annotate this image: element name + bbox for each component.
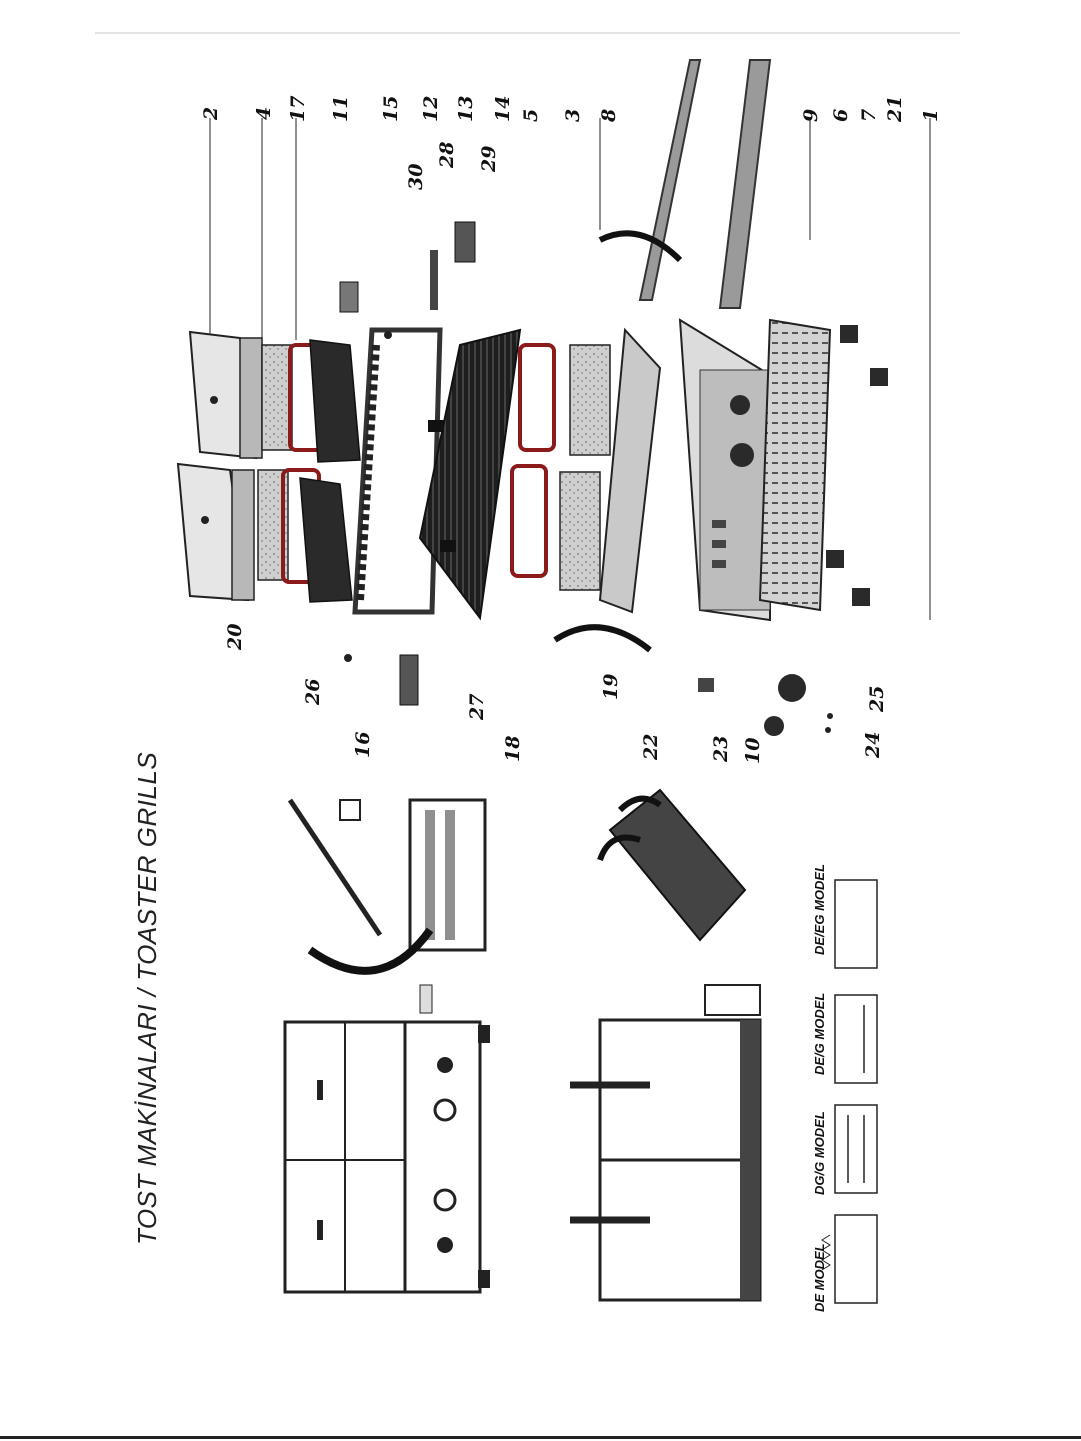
part-number-26: 26 <box>302 679 324 705</box>
heating-element-right <box>570 345 610 455</box>
side-view-drawing <box>290 800 485 1013</box>
lid-right <box>190 332 262 458</box>
part-number-1: 1 <box>920 109 942 122</box>
model-label-de-eg: DE/EG MODEL <box>812 864 827 955</box>
part-number-12: 12 <box>420 96 442 122</box>
top-plate-right <box>262 345 292 450</box>
part-number-24: 24 <box>862 732 884 758</box>
part-number-11: 11 <box>330 96 352 122</box>
part-number-9: 9 <box>800 109 822 122</box>
lid-left <box>178 464 254 600</box>
part-number-8: 8 <box>598 109 620 122</box>
part-number-5: 5 <box>520 109 542 122</box>
part-number-21: 21 <box>884 96 906 122</box>
main-body <box>680 320 770 620</box>
model-label-dg-g: DG/G MODEL <box>812 1111 827 1195</box>
part-number-16: 16 <box>352 732 374 758</box>
part-number-15: 15 <box>380 96 402 122</box>
part-number-17: 17 <box>287 96 309 122</box>
heating-element-left <box>560 472 600 590</box>
part-number-20: 20 <box>224 624 246 650</box>
spring-top <box>600 233 680 260</box>
part-number-30: 30 <box>405 164 427 190</box>
handle-bottom <box>720 60 770 308</box>
front-view-drawing <box>285 1022 490 1292</box>
gasket-lower-right <box>520 345 554 450</box>
hinge-frame <box>355 330 440 612</box>
top-view-drawing <box>570 985 760 1300</box>
upper-grill-plate-left <box>300 478 352 602</box>
perspective-view-drawing <box>600 790 745 940</box>
part-number-23: 23 <box>710 736 732 762</box>
model-schematics <box>822 880 877 1303</box>
gasket-lower-left <box>512 466 546 576</box>
model-label-de-g: DE/G MODEL <box>812 993 827 1075</box>
part-number-10: 10 <box>742 738 764 764</box>
model-label-de: DE MODEL <box>812 1243 827 1312</box>
part-number-4: 4 <box>253 107 275 120</box>
part-number-25: 25 <box>866 686 888 712</box>
part-number-19: 19 <box>600 674 622 700</box>
part-number-13: 13 <box>455 96 477 122</box>
part-number-18: 18 <box>502 736 524 762</box>
bottom-plate <box>760 320 830 610</box>
part-number-22: 22 <box>640 734 662 760</box>
part-number-2: 2 <box>200 107 222 120</box>
spring-bottom <box>555 627 650 650</box>
upper-grill-plate-right <box>310 340 360 462</box>
part-number-6: 6 <box>830 109 852 122</box>
foot-icons <box>826 325 888 606</box>
part-number-14: 14 <box>492 96 514 122</box>
part-number-3: 3 <box>562 109 584 122</box>
part-number-7: 7 <box>858 109 880 122</box>
part-number-27: 27 <box>466 694 488 720</box>
handle-top <box>640 60 700 300</box>
part-number-29: 29 <box>478 146 500 172</box>
part-number-28: 28 <box>436 142 458 168</box>
